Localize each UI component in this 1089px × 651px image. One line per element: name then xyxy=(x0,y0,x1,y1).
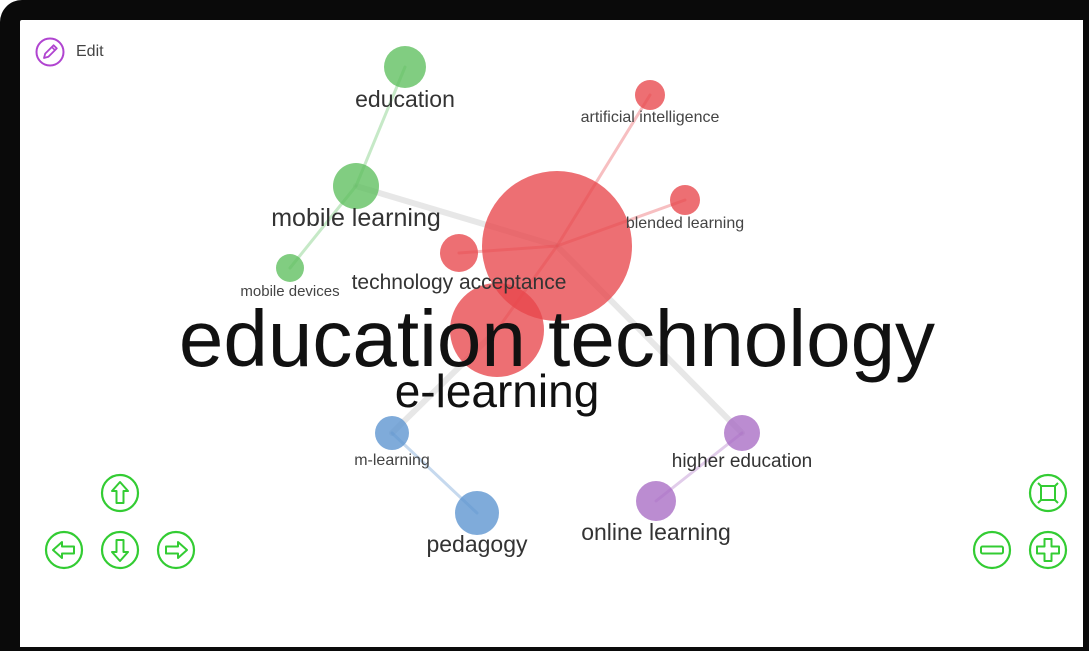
node-blended-learning[interactable] xyxy=(670,185,700,215)
move-down-button[interactable] xyxy=(100,530,140,570)
move-right-button[interactable] xyxy=(156,530,196,570)
node-label-artificial-intelligence[interactable]: artificial intelligence xyxy=(581,109,720,126)
node-label-education[interactable]: education xyxy=(355,86,455,112)
node-mobile-devices[interactable] xyxy=(276,254,304,282)
node-label-higher-education[interactable]: higher education xyxy=(672,451,813,472)
arrow-left-icon xyxy=(44,530,84,570)
zoom-out-button[interactable] xyxy=(972,530,1012,570)
node-label-blended-learning[interactable]: blended learning xyxy=(626,215,744,232)
node-label-online-learning[interactable]: online learning xyxy=(581,519,731,545)
zoom-in-button[interactable] xyxy=(1028,530,1068,570)
node-m-learning[interactable] xyxy=(375,416,409,450)
node-label-mobile-learning[interactable]: mobile learning xyxy=(271,204,441,232)
node-pedagogy[interactable] xyxy=(455,491,499,535)
node-label-technology-acceptance[interactable]: technology acceptance xyxy=(352,271,567,294)
node-label-pedagogy[interactable]: pedagogy xyxy=(426,531,528,557)
node-technology-acceptance[interactable] xyxy=(440,234,478,272)
node-education-technology[interactable] xyxy=(482,171,632,321)
node-artificial-intelligence[interactable] xyxy=(635,80,665,110)
arrow-down-icon xyxy=(100,530,140,570)
arrow-right-icon xyxy=(156,530,196,570)
node-label-education-technology[interactable]: education technology xyxy=(179,294,935,383)
node-mobile-learning[interactable] xyxy=(333,163,379,209)
edit-label: Edit xyxy=(76,43,104,60)
move-left-button[interactable] xyxy=(44,530,84,570)
node-higher-education[interactable] xyxy=(724,415,760,451)
pencil-icon xyxy=(35,37,65,67)
network-nodes xyxy=(276,46,760,535)
fit-screen-icon xyxy=(1028,473,1068,513)
edit-button[interactable]: Edit xyxy=(34,36,104,68)
arrow-up-icon xyxy=(100,473,140,513)
node-online-learning[interactable] xyxy=(636,481,676,521)
plus-icon xyxy=(1028,530,1068,570)
node-education[interactable] xyxy=(384,46,426,88)
node-label-e-learning[interactable]: e-learning xyxy=(395,365,600,417)
move-up-button[interactable] xyxy=(100,473,140,513)
node-e-learning[interactable] xyxy=(450,283,544,377)
node-label-mobile-devices[interactable]: mobile devices xyxy=(240,283,339,300)
fit-view-button[interactable] xyxy=(1028,473,1068,513)
minus-icon xyxy=(972,530,1012,570)
node-label-m-learning[interactable]: m-learning xyxy=(354,452,430,469)
